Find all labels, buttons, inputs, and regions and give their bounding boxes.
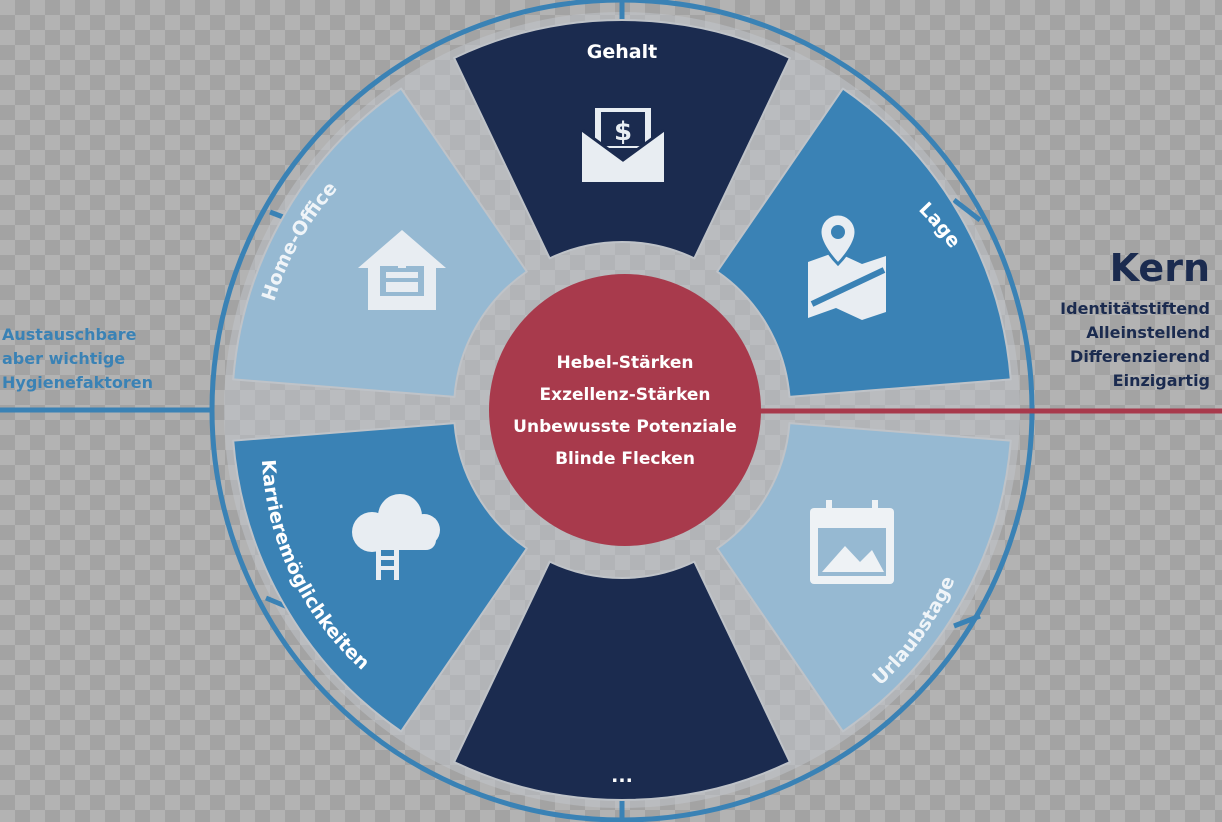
hygiene-line-2: aber wichtige (2, 349, 126, 368)
kern-line-3: Differenzierend (1070, 347, 1210, 366)
center-line-4: Blinde Flecken (555, 449, 695, 469)
segment-lage (716, 87, 1012, 398)
segment-more (453, 560, 791, 801)
center-line-2: Exzellenz-Stärken (540, 385, 711, 405)
hygiene-line-1: Austauschbare (2, 325, 137, 344)
kern-text-block: Kern Identitätstiftend Alleinstellend Di… (1060, 245, 1210, 393)
segment-label-more: ... (611, 765, 633, 787)
segments-group (232, 19, 1012, 801)
hygiene-line-3: Hygienefaktoren (2, 373, 154, 392)
house-icon (358, 230, 446, 310)
segment-label-gehalt: Gehalt (587, 41, 657, 63)
money-envelope-icon: $ (581, 108, 665, 182)
center-line-3: Unbewusste Potenziale (513, 417, 737, 437)
map-pin-icon (808, 212, 886, 320)
center-text-group: Hebel-Stärken Exzellenz-Stärken Unbewuss… (513, 353, 737, 469)
kern-title: Kern (1109, 246, 1210, 290)
calendar-icon (810, 500, 894, 584)
kern-line-2: Alleinstellend (1086, 323, 1210, 342)
svg-text:$: $ (614, 117, 632, 147)
kern-line-4: Einzigartig (1112, 371, 1210, 390)
cloud-ladder-icon (352, 494, 440, 580)
kern-line-1: Identitätstiftend (1060, 299, 1210, 318)
segment-homeoffice (232, 87, 528, 398)
hygiene-factors-text: Austauschbare aber wichtige Hygienefakto… (2, 323, 153, 395)
center-line-1: Hebel-Stärken (556, 353, 693, 373)
center-circle (489, 274, 761, 546)
